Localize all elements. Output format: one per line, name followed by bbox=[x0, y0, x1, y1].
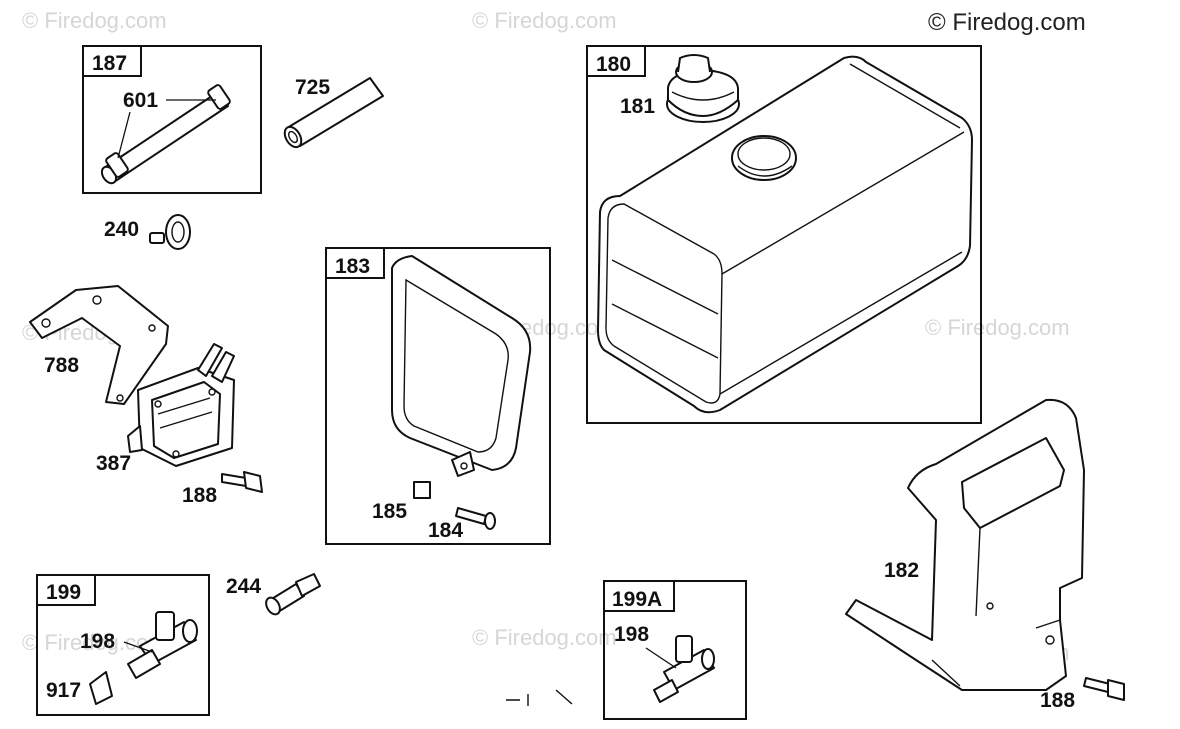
label-240: 240 bbox=[104, 218, 139, 241]
box-label-180: 180 bbox=[596, 53, 631, 76]
valve-198-part bbox=[127, 611, 198, 679]
part-788: 788 bbox=[29, 285, 169, 405]
box-tag-199a bbox=[603, 580, 675, 612]
grommet-part bbox=[391, 255, 532, 477]
label-601: 601 bbox=[123, 89, 158, 112]
part-240: 240 bbox=[104, 214, 191, 250]
label-244: 244 bbox=[226, 575, 261, 598]
valve-198a-part bbox=[653, 635, 715, 703]
fuel-cap-181-part bbox=[666, 54, 740, 123]
box-label-199: 199 bbox=[46, 581, 81, 604]
part-244: 244 bbox=[226, 573, 321, 616]
part-182: 182 bbox=[845, 398, 1085, 691]
group-187: 187 601 bbox=[82, 45, 262, 194]
group-199: 199 198 917 bbox=[36, 574, 210, 716]
cutoff-fragment bbox=[506, 689, 573, 706]
group-180: 180 181 bbox=[586, 45, 982, 424]
box-frame-187 bbox=[82, 45, 262, 194]
watermark-2: © Firedog.com bbox=[472, 8, 617, 33]
label-184: 184 bbox=[428, 519, 463, 542]
label-725: 725 bbox=[295, 76, 330, 99]
label-188-right: 188 bbox=[1040, 689, 1075, 712]
label-198-right: 198 bbox=[614, 623, 649, 646]
clip-917-part bbox=[89, 671, 113, 705]
fuel-line-part bbox=[100, 84, 231, 185]
watermark-1: © Firedog.com bbox=[22, 8, 167, 33]
label-182: 182 bbox=[884, 559, 919, 582]
part-188-left: 188 bbox=[182, 471, 263, 507]
box-tag-199 bbox=[36, 574, 96, 606]
box-frame-183 bbox=[325, 247, 551, 545]
label-387: 387 bbox=[96, 452, 131, 475]
clip-185-part bbox=[413, 481, 431, 499]
leader-198-left bbox=[123, 641, 153, 653]
label-917: 917 bbox=[46, 679, 81, 702]
box-label-187: 187 bbox=[92, 52, 127, 75]
watermark-7: © Firedog.com bbox=[472, 625, 617, 650]
part-725: 725 bbox=[283, 76, 384, 149]
label-185: 185 bbox=[372, 500, 407, 523]
leader-198-right bbox=[645, 647, 677, 669]
group-199a: 199A 198 bbox=[603, 580, 747, 720]
box-tag-183 bbox=[325, 247, 385, 279]
watermark-5: © Firedog.com bbox=[925, 315, 1070, 340]
label-788: 788 bbox=[44, 354, 79, 377]
box-frame-180 bbox=[586, 45, 982, 424]
copyright-notice: © Firedog.com bbox=[928, 9, 1086, 36]
label-198-left: 198 bbox=[80, 630, 115, 653]
box-label-199a: 199A bbox=[612, 588, 662, 611]
part-387: 387 bbox=[96, 343, 235, 475]
leader-601-b bbox=[117, 111, 131, 159]
group-183: 183 185 184 bbox=[325, 247, 551, 545]
label-181: 181 bbox=[620, 95, 655, 118]
box-label-183: 183 bbox=[335, 255, 370, 278]
box-tag-180 bbox=[586, 45, 646, 77]
part-188-right: 188 bbox=[1040, 677, 1125, 712]
fuel-tank-part bbox=[597, 55, 973, 414]
label-188-left: 188 bbox=[182, 484, 217, 507]
box-tag-187 bbox=[82, 45, 142, 77]
screw-184-part bbox=[455, 507, 496, 530]
box-frame-199 bbox=[36, 574, 210, 716]
